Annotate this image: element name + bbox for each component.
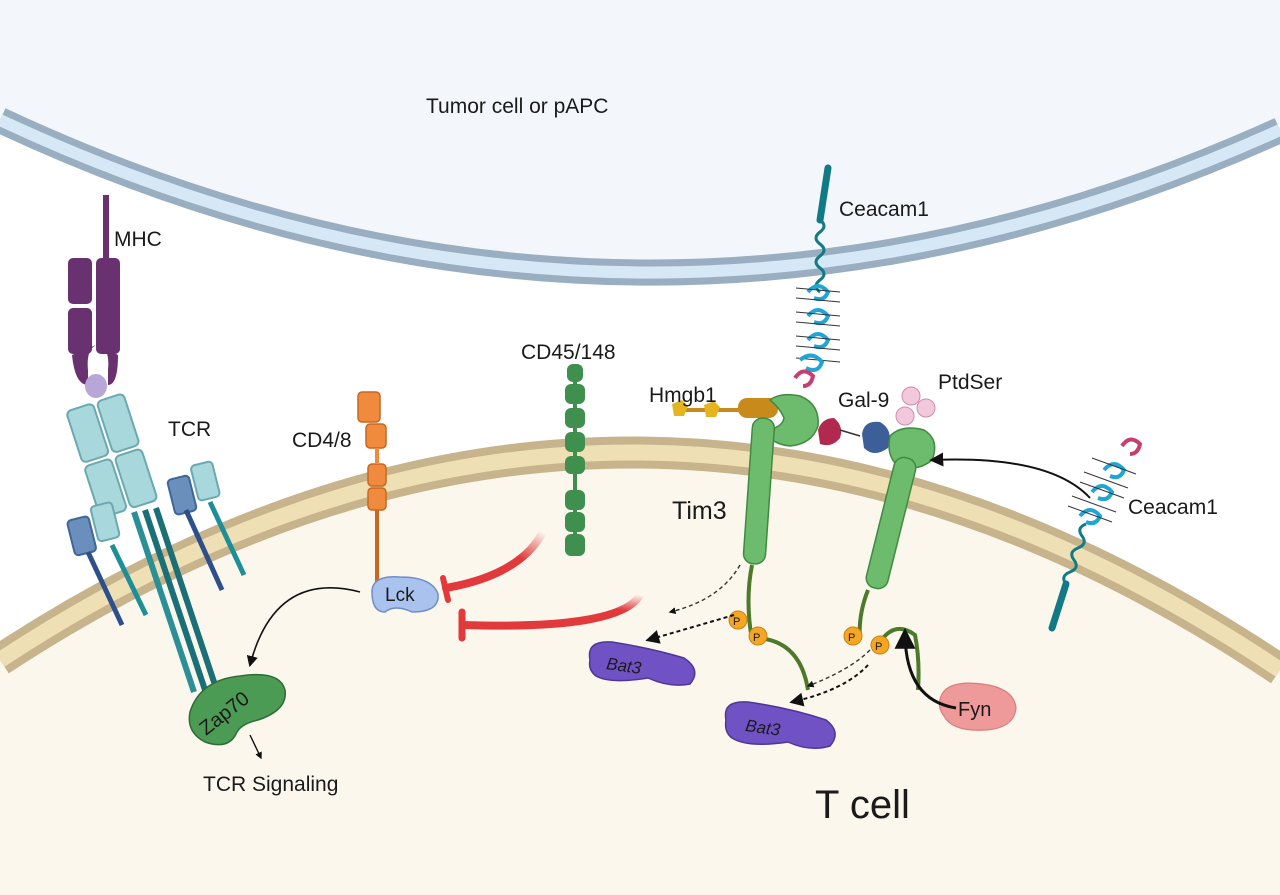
- label-tim3: Tim3: [672, 497, 727, 525]
- tim3-bat3-dashed-2: [645, 614, 735, 644]
- cd4-8-coreceptor: [357, 391, 387, 582]
- cd45-inhibits-lck-arrow: [442, 528, 547, 592]
- mhc-molecule: [68, 195, 120, 398]
- bat3-right: [724, 701, 836, 749]
- cd45-148-phosphatase: [565, 364, 585, 556]
- label-p-3: P: [848, 632, 855, 644]
- fyn-kinase: [938, 682, 1017, 731]
- hmgb1-ligand: [672, 398, 778, 418]
- label-bat3-right: Bat3: [744, 716, 782, 740]
- tumor-cell-body: [0, 0, 1280, 273]
- label-p-2: P: [753, 632, 760, 644]
- label-t-cell: T cell: [815, 783, 910, 827]
- label-p-4: P: [875, 641, 882, 653]
- label-ceacam1-top: Ceacam1: [839, 198, 929, 221]
- label-tumor-cell: Tumor cell or pAPC: [426, 95, 608, 118]
- label-hmgb1: Hmgb1: [649, 384, 717, 407]
- tim3-receptor-left: [728, 393, 819, 691]
- zap70-downstream-arrow: [249, 734, 262, 760]
- label-p-1: P: [733, 616, 740, 628]
- label-ptdser: PtdSer: [938, 371, 1002, 394]
- label-lck: Lck: [385, 585, 415, 606]
- label-tcr: TCR: [168, 418, 211, 441]
- t-cell-membrane-inner: [0, 444, 1280, 677]
- label-bat3-left: Bat3: [605, 654, 643, 678]
- label-gal9: Gal-9: [838, 389, 889, 412]
- tim3-bat3-dashed-1: [668, 564, 741, 615]
- label-tcr-signaling: TCR Signaling: [203, 773, 338, 796]
- fyn-phosphorylates-tim3-arrow: [894, 627, 957, 710]
- bat3-left: [588, 641, 696, 686]
- lck-to-zap70-arrow: [246, 587, 361, 668]
- label-cd45-148: CD45/148: [521, 341, 616, 364]
- cd45-inhibit-bar: [440, 575, 451, 603]
- tim3-bat3-dashed-4: [789, 664, 869, 707]
- label-fyn: Fyn: [958, 699, 991, 721]
- label-mhc: MHC: [114, 228, 162, 251]
- ceacam1-tumor: [793, 164, 841, 388]
- ptdser-ligand: [895, 386, 936, 426]
- tumor-cell-membrane-inner: [0, 114, 1280, 279]
- tcr-complex: [66, 393, 247, 693]
- label-ceacam1-right: Ceacam1: [1128, 496, 1218, 519]
- lck-kinase: [371, 576, 439, 613]
- tim3-bat3-dashed-3: [806, 649, 871, 688]
- label-cd48: CD4/8: [292, 429, 352, 452]
- gal9-ligand: [818, 418, 890, 453]
- ceacam1-tcell: [1048, 437, 1143, 632]
- antigen-peptide: [85, 374, 107, 398]
- tim3-inhibits-lck-arrow: [459, 591, 644, 630]
- zap70-kinase: [188, 673, 286, 746]
- ceacam1-to-tim3-arrow: [929, 452, 1091, 499]
